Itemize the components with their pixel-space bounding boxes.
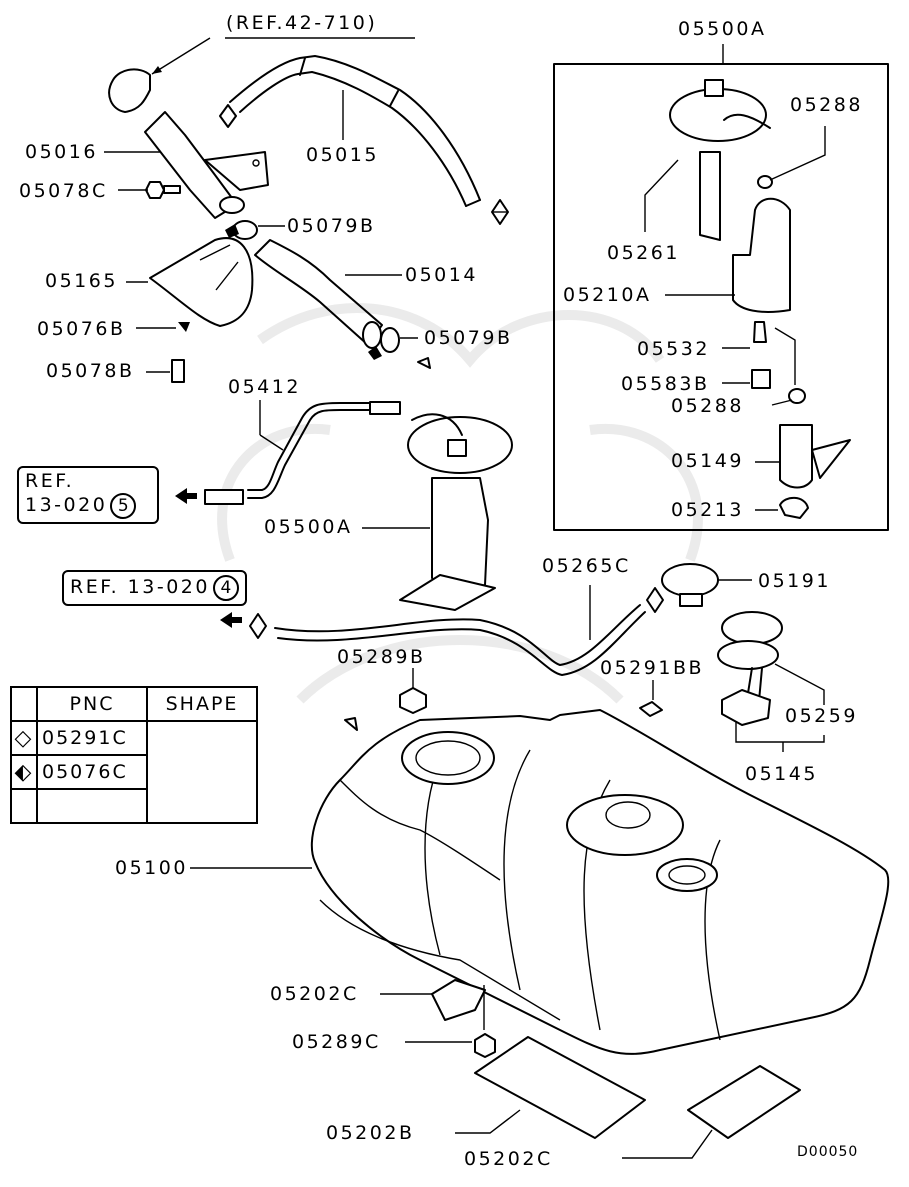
fuel-tank-05100 <box>190 709 890 1055</box>
legend-pnc[interactable]: 05076C <box>36 754 148 790</box>
fasteners <box>344 668 663 731</box>
legend-row <box>10 788 257 824</box>
legend-header-shape: SHAPE <box>146 686 258 722</box>
legend-pnc <box>36 788 148 824</box>
part-label-05165[interactable]: 05165 <box>45 270 118 292</box>
part-label-05191[interactable]: 05191 <box>758 570 831 592</box>
part-label-05202C-upper[interactable]: 05202C <box>270 983 359 1005</box>
part-label-05015[interactable]: 05015 <box>306 144 379 166</box>
part-label-05149[interactable]: 05149 <box>671 450 744 472</box>
legend-table: PNC SHAPE ◇ 05291C ⬖ 05076C <box>10 686 258 824</box>
inset-title-05500A[interactable]: 05500A <box>678 18 767 40</box>
legend-row: ◇ 05291C <box>10 720 258 824</box>
legend-shape-cell <box>146 720 258 824</box>
filler-neck-05016 <box>104 111 269 219</box>
circled-number: 4 <box>212 575 239 601</box>
legend-header-symbol <box>10 686 38 722</box>
legend-empty-symbol <box>10 788 38 824</box>
part-label-05202C-lower[interactable]: 05202C <box>464 1148 553 1170</box>
part-label-05213[interactable]: 05213 <box>671 499 744 521</box>
part-label-05078C[interactable]: 05078C <box>19 180 108 202</box>
part-label-05532[interactable]: 05532 <box>637 338 710 360</box>
harness-05412 <box>175 400 401 505</box>
part-label-05202B[interactable]: 05202B <box>326 1122 415 1144</box>
filler-hose-05015 <box>219 55 509 225</box>
part-label-05079B-upper[interactable]: 05079B <box>287 215 376 237</box>
circled-number: 5 <box>110 492 137 519</box>
part-label-05210A[interactable]: 05210A <box>563 284 652 306</box>
pads <box>380 979 801 1159</box>
legend-header-pnc: PNC <box>36 686 148 722</box>
sender-05191-05259 <box>661 563 825 752</box>
part-label-05289B[interactable]: 05289B <box>337 646 426 668</box>
diamond-icon: ◇ <box>10 720 38 756</box>
part-label-05076B[interactable]: 05076B <box>37 318 126 340</box>
ref-line1: REF. <box>25 470 75 492</box>
part-label-05500A[interactable]: 05500A <box>264 516 353 538</box>
part-label-05583B[interactable]: 05583B <box>621 373 710 395</box>
part-label-05265C[interactable]: 05265C <box>542 555 631 577</box>
small-parts-left <box>118 181 285 240</box>
part-label-05288-bottom[interactable]: 05288 <box>671 395 744 417</box>
part-label-05261[interactable]: 05261 <box>607 242 680 264</box>
part-label-05016[interactable]: 05016 <box>25 141 98 163</box>
inset-box <box>553 44 889 531</box>
shield-05165 <box>126 237 254 383</box>
legend-pnc[interactable]: 05291C <box>36 720 148 756</box>
part-label-05259[interactable]: 05259 <box>785 705 858 727</box>
part-label-05078B[interactable]: 05078B <box>46 360 135 382</box>
split-diamond-icon: ⬖ <box>10 754 38 790</box>
drawing-code: D00050 <box>797 1144 859 1160</box>
fuel-pump-05500A <box>362 413 513 611</box>
part-label-05288-top[interactable]: 05288 <box>790 94 863 116</box>
legend-row: ⬖ 05076C <box>10 754 257 790</box>
part-label-05079B-lower[interactable]: 05079B <box>424 327 513 349</box>
legend-header-row: PNC SHAPE <box>10 686 258 722</box>
hose-05265C <box>220 585 664 676</box>
fuel-cap-ref <box>108 37 415 113</box>
part-label-05289C[interactable]: 05289C <box>292 1031 381 1053</box>
part-label-05412[interactable]: 05412 <box>228 376 301 398</box>
part-label-05291BB[interactable]: 05291BB <box>600 657 705 679</box>
ref-42-710-label: (REF.42-710) <box>226 12 378 34</box>
hose-05014 <box>254 239 431 369</box>
part-label-05014[interactable]: 05014 <box>405 264 478 286</box>
part-label-05100[interactable]: 05100 <box>115 857 188 879</box>
part-label-05145[interactable]: 05145 <box>745 763 818 785</box>
